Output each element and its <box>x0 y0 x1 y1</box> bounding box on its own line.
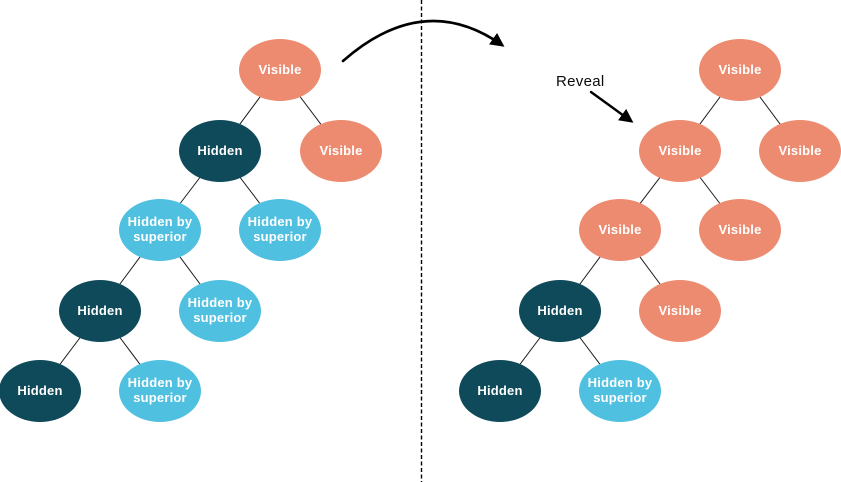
right-tree-node: Hidden by superior <box>579 360 661 422</box>
right-tree-node-root: Visible <box>699 39 781 101</box>
right-tree-node: Visible <box>639 280 721 342</box>
right-tree-node: Hidden <box>519 280 601 342</box>
right-tree-node-revealed: Visible <box>639 120 721 182</box>
left-tree-node: Visible <box>300 120 382 182</box>
right-tree-node: Hidden <box>459 360 541 422</box>
left-tree-node: Hidden by superior <box>119 199 201 261</box>
reveal-label: Reveal <box>556 73 605 90</box>
right-tree-node: Visible <box>759 120 841 182</box>
left-tree-node: Hidden <box>0 360 81 422</box>
right-tree-node: Visible <box>579 199 661 261</box>
right-tree-node: Visible <box>699 199 781 261</box>
left-tree-node: Hidden <box>59 280 141 342</box>
reveal-arrow-icon <box>589 90 634 123</box>
curved-arrow-icon <box>341 19 505 63</box>
left-tree-node: Hidden by superior <box>179 280 261 342</box>
left-tree-node-root: Visible <box>239 39 321 101</box>
left-tree-node: Hidden by superior <box>119 360 201 422</box>
left-tree-node: Hidden by superior <box>239 199 321 261</box>
left-tree-node: Hidden <box>179 120 261 182</box>
